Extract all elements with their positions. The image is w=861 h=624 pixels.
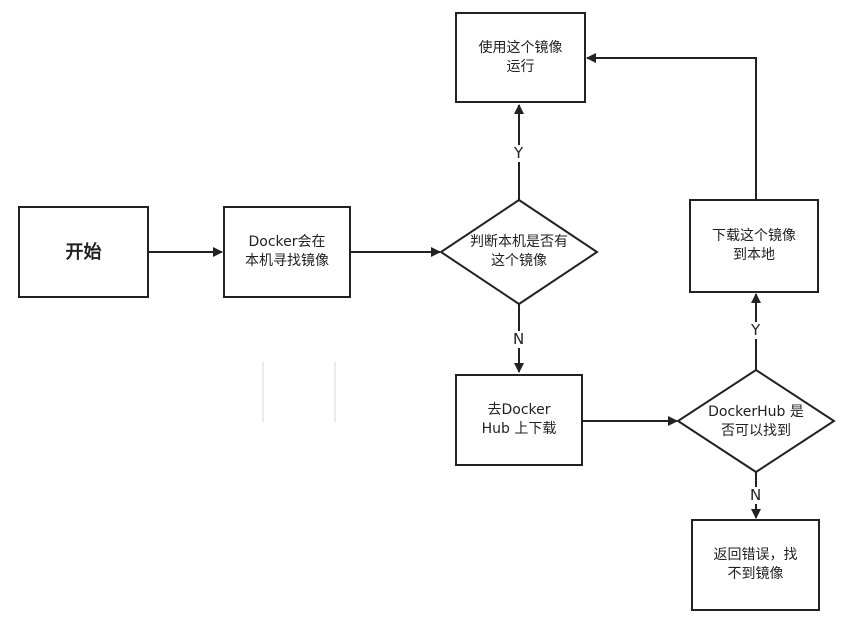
- edge-label-hub-no: N: [748, 486, 764, 504]
- hub-found-decision-text: DockerHub 是 否可以找到: [708, 404, 804, 439]
- edge-label-local-no: N: [511, 330, 527, 348]
- has-local-decision-text: 判断本机是否有 这个镜像: [470, 234, 568, 269]
- edge-label-local-yes: Y: [512, 144, 526, 162]
- download-local-node: 下载这个镜像 到本地: [689, 199, 819, 293]
- edge-label-hub-yes: Y: [749, 321, 763, 339]
- start-node: 开始: [18, 206, 149, 298]
- run-image-node: 使用这个镜像 运行: [455, 12, 586, 103]
- edge-download-to-run: [586, 53, 757, 200]
- pull-hub-node: 去Docker Hub 上下载: [455, 374, 583, 466]
- faint-artifact-line: [334, 362, 336, 422]
- faint-artifact-line: [262, 362, 264, 422]
- local-search-node: Docker会在 本机寻找镜像: [223, 206, 351, 298]
- return-error-node: 返回错误，找 不到镜像: [691, 519, 820, 611]
